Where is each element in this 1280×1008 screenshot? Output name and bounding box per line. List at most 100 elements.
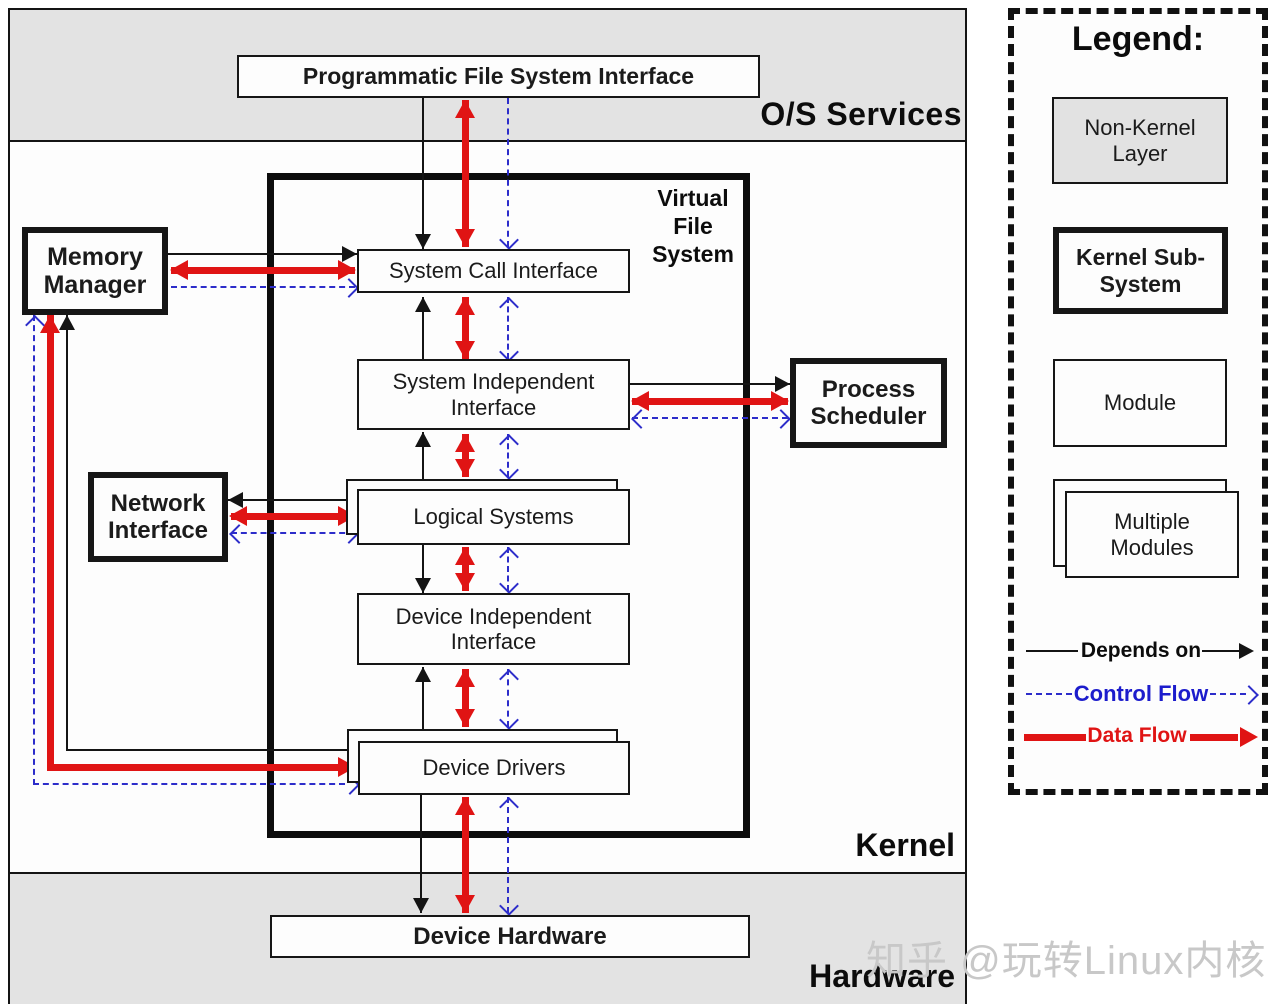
control-flow-line	[1210, 693, 1246, 695]
depends-on-line	[1202, 650, 1242, 652]
control-flow-arrowhead	[499, 709, 519, 730]
depends-on-line	[1026, 650, 1078, 652]
data-flow-line	[47, 764, 345, 771]
control-flow-line	[507, 434, 509, 477]
control-flow-line	[507, 98, 509, 247]
data-flow-arrowhead	[455, 100, 475, 118]
depends-on-line	[66, 749, 348, 751]
data-flow-line	[462, 434, 469, 477]
control-flow-line	[507, 297, 509, 359]
data-flow-arrowhead	[338, 260, 356, 280]
control-flow-line	[33, 783, 345, 785]
depends-on-arrowhead	[342, 246, 357, 262]
data-flow-arrowhead	[631, 391, 649, 411]
control-flow-line	[1026, 693, 1072, 695]
control-flow-arrowhead	[499, 546, 519, 567]
control-flow-arrowhead	[630, 409, 651, 429]
control-flow-arrowhead	[499, 895, 519, 916]
depends-on-line	[630, 383, 790, 385]
control-flow-arrowhead	[770, 409, 791, 429]
device-independent-interface-box: Device Independent Interface	[357, 593, 630, 665]
network-interface-box: Network Interface	[88, 472, 228, 562]
data-flow-line	[462, 547, 469, 591]
control-flow-line	[632, 417, 788, 419]
depends-on-arrowhead	[415, 234, 431, 249]
data-flow-arrowhead	[455, 895, 475, 913]
system-call-interface-box: System Call Interface	[357, 249, 630, 293]
system-independent-interface-box: System Independent Interface	[357, 359, 630, 430]
data-flow-arrowhead	[455, 573, 475, 591]
data-flow-arrowhead	[455, 297, 475, 315]
data-flow-arrowhead	[455, 709, 475, 727]
legend-non-kernel-layer-swatch: Non-Kernel Layer	[1052, 97, 1228, 184]
data-flow-arrowhead	[455, 229, 475, 247]
depends-on-arrowhead	[775, 376, 790, 392]
memory-manager-box: Memory Manager	[22, 227, 168, 315]
depends-on-line	[420, 795, 422, 913]
depends-on-line	[422, 297, 424, 359]
os-services-label: O/S Services	[760, 96, 962, 132]
control-flow-arrowhead	[499, 668, 519, 689]
depends-on-line	[422, 98, 424, 249]
depends-on-line	[66, 315, 68, 751]
depends-on-arrowhead	[59, 315, 75, 330]
depends-on-line	[228, 499, 346, 501]
legend-title: Legend:	[1071, 20, 1205, 58]
legend-depends-on-label: Depends on	[1080, 639, 1202, 662]
control-flow-arrowhead	[228, 524, 249, 544]
control-flow-arrowhead	[499, 433, 519, 454]
virtual-file-system-title: Virtual File System	[652, 185, 734, 267]
device-hardware-box: Device Hardware	[270, 915, 750, 958]
data-flow-arrowhead	[771, 391, 789, 411]
control-flow-line	[171, 286, 355, 288]
depends-on-arrowhead	[1239, 643, 1254, 659]
control-flow-arrowhead	[1238, 685, 1259, 705]
programmatic-file-system-interface-box: Programmatic File System Interface	[237, 55, 760, 98]
data-flow-arrowhead	[455, 547, 475, 565]
control-flow-arrowhead	[499, 229, 519, 250]
data-flow-line	[171, 267, 355, 274]
control-flow-arrowhead	[499, 796, 519, 817]
control-flow-arrowhead	[338, 278, 359, 298]
depends-on-arrowhead	[228, 492, 243, 508]
legend-control-flow-label: Control Flow	[1073, 681, 1209, 706]
data-flow-arrowhead	[40, 315, 60, 333]
data-flow-arrowhead	[455, 341, 475, 359]
legend-multiple-modules-swatch: Multiple Modules	[1065, 491, 1239, 578]
legend-module-swatch: Module	[1053, 359, 1227, 447]
process-scheduler-box: Process Scheduler	[790, 358, 947, 448]
depends-on-arrowhead	[415, 578, 431, 593]
hardware-label: Hardware	[809, 958, 955, 994]
data-flow-arrowhead	[229, 506, 247, 526]
control-flow-line	[507, 797, 509, 913]
data-flow-arrowhead	[455, 797, 475, 815]
depends-on-arrowhead	[415, 432, 431, 447]
data-flow-line	[462, 297, 469, 359]
control-flow-line	[507, 669, 509, 727]
device-drivers-box: Device Drivers	[358, 741, 630, 795]
depends-on-arrowhead	[413, 898, 429, 913]
control-flow-arrowhead	[499, 573, 519, 594]
data-flow-line	[462, 100, 469, 247]
data-flow-arrowhead	[455, 459, 475, 477]
legend-data-flow-label: Data Flow	[1087, 724, 1187, 747]
data-flow-arrowhead	[170, 260, 188, 280]
watermark-text: 知乎 @玩转Linux内核	[866, 939, 1267, 983]
kernel-label: Kernel	[855, 827, 955, 863]
data-flow-line	[1190, 734, 1238, 741]
data-flow-line	[47, 315, 54, 767]
depends-on-arrowhead	[415, 297, 431, 312]
data-flow-arrowhead	[455, 434, 475, 452]
logical-systems-box: Logical Systems	[357, 489, 630, 545]
control-flow-line	[33, 315, 35, 785]
depends-on-line	[422, 432, 424, 479]
data-flow-line	[632, 398, 788, 405]
legend-kernel-subsystem-swatch: Kernel Sub-System	[1053, 227, 1228, 314]
data-flow-line	[462, 669, 469, 727]
data-flow-line	[462, 797, 469, 913]
depends-on-line	[168, 253, 357, 255]
data-flow-arrowhead	[455, 669, 475, 687]
depends-on-line	[422, 667, 424, 729]
depends-on-line	[422, 545, 424, 593]
